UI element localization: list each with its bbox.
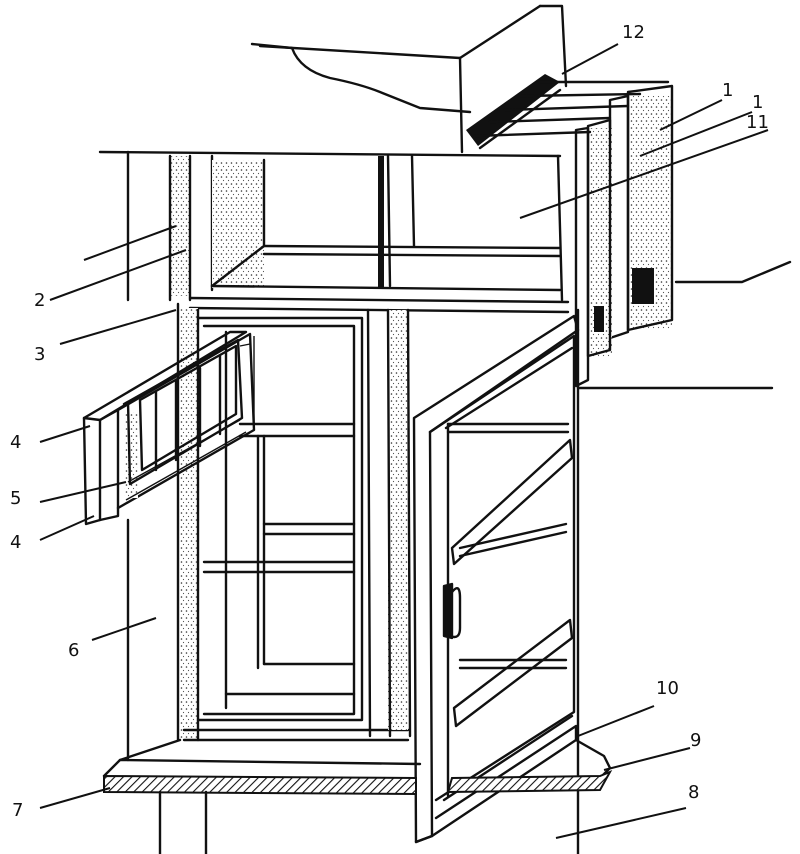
upper-transom <box>168 154 570 314</box>
leader-3 <box>59 309 177 345</box>
label-12: 12 <box>622 22 645 43</box>
leader-1b <box>639 111 753 157</box>
main-window-frame <box>176 302 412 742</box>
leader-10 <box>577 705 655 737</box>
label-8: 8 <box>688 782 699 803</box>
label-4a: 4 <box>10 432 21 453</box>
wall-outline <box>98 4 792 854</box>
leader-5 <box>39 481 127 503</box>
open-vent-sash <box>82 330 256 526</box>
label-9: 9 <box>690 730 701 751</box>
label-6: 6 <box>68 640 79 661</box>
leader-9 <box>603 747 691 771</box>
right-frame-layers <box>473 84 674 388</box>
leader-2 <box>49 249 187 301</box>
label-11: 11 <box>746 112 769 133</box>
part-labels: 12 1 1 11 2 3 4 5 4 6 7 10 9 8 <box>10 22 769 821</box>
left-sash <box>196 316 364 722</box>
label-7: 7 <box>12 800 23 821</box>
label-1b: 1 <box>752 92 763 113</box>
open-casement-sash <box>412 314 580 844</box>
leader-7 <box>39 787 111 809</box>
label-5: 5 <box>10 488 21 509</box>
label-3: 3 <box>34 344 45 365</box>
window-sill <box>102 738 613 854</box>
leader-4b <box>39 515 95 541</box>
label-4b: 4 <box>10 532 21 553</box>
leader-lines <box>39 43 769 839</box>
label-2: 2 <box>34 290 45 311</box>
label-1a: 1 <box>722 80 733 101</box>
leader-12 <box>561 43 619 75</box>
leader-8 <box>555 807 687 839</box>
leader-1a <box>659 99 723 131</box>
label-10: 10 <box>656 678 679 699</box>
leader-4a <box>39 425 91 443</box>
leader-11 <box>519 129 769 219</box>
leader-6 <box>91 617 157 641</box>
